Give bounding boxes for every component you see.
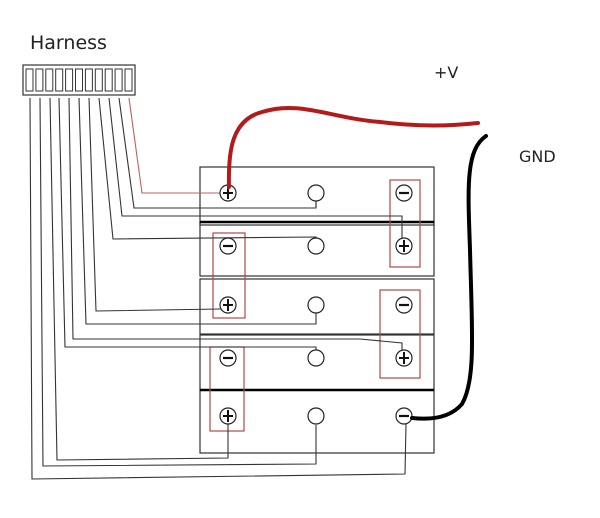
sense-wire (88, 97, 222, 312)
harness-pin (55, 68, 64, 92)
harness-connector (22, 64, 136, 96)
sense-wire-red (128, 97, 221, 194)
series-links (200, 195, 317, 209)
series-link-box (379, 289, 421, 379)
positive-terminal-icon (395, 237, 413, 255)
ground-wire (410, 134, 488, 421)
ground-label: GND (519, 147, 556, 166)
battery-pack (199, 166, 435, 454)
harness-pin (104, 68, 113, 92)
harness-pin (65, 68, 74, 92)
series-link-box (212, 232, 246, 319)
series-link-boxes (209, 179, 421, 432)
positive-supply-label: +V (434, 63, 458, 82)
harness-pin (84, 68, 93, 92)
battery-cell-1 (199, 166, 435, 226)
sense-wire (58, 97, 317, 357)
negative-terminal-icon (395, 296, 413, 314)
balance-tap-icon (307, 296, 325, 314)
positive-supply-wire (226, 105, 480, 189)
harness-pin (45, 68, 54, 92)
harness-pin (35, 68, 44, 92)
sense-wire (49, 97, 229, 461)
negative-terminal-icon (219, 237, 237, 255)
negative-terminal-icon (395, 184, 413, 202)
sense-wire (108, 97, 403, 242)
balance-tap-icon (307, 407, 325, 425)
negative-terminal-icon (395, 407, 413, 425)
sense-wire (39, 97, 317, 467)
harness-pin (75, 68, 83, 92)
negative-terminal-icon (219, 349, 237, 367)
harness-pin (124, 68, 133, 92)
balance-tap-icon (307, 349, 325, 367)
positive-terminal-icon (395, 349, 413, 367)
balance-tap-icon (307, 184, 325, 202)
harness-pin (94, 68, 103, 92)
series-link-box (389, 179, 421, 268)
series-link (200, 195, 317, 209)
sense-wire (68, 97, 403, 356)
terminals (219, 184, 413, 425)
sense-wires (29, 97, 407, 480)
balance-tap-icon (307, 237, 325, 255)
positive-terminal-icon (219, 407, 237, 425)
battery-cell-3 (199, 278, 435, 335)
harness-pin (25, 68, 34, 92)
sense-wire (118, 97, 317, 209)
positive-terminal-icon (219, 184, 237, 202)
harness-pin (114, 68, 123, 92)
sense-wire (78, 97, 317, 325)
harness-label: Harness (30, 32, 107, 54)
sense-wire (29, 97, 407, 480)
positive-terminal-icon (219, 296, 237, 314)
